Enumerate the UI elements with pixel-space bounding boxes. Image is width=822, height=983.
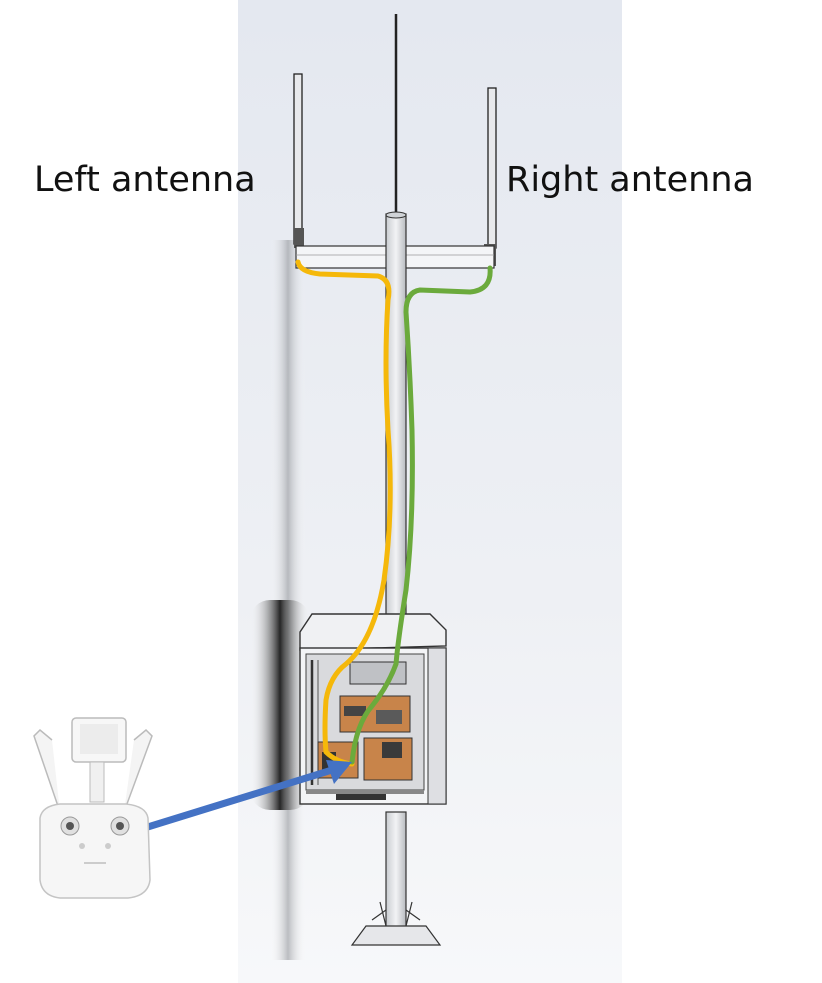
right-antenna-label: Right antenna <box>506 160 754 200</box>
antenna-mast-icon <box>293 14 497 946</box>
remote-controller-icon <box>33 717 153 899</box>
left-antenna-label: Left antenna <box>34 160 256 200</box>
right-antenna-cable <box>349 265 493 765</box>
wireless-link-arrow <box>134 760 352 834</box>
left-antenna-cable <box>295 259 393 767</box>
electrical-enclosure <box>299 613 447 805</box>
enclosure-shadow <box>250 600 310 810</box>
